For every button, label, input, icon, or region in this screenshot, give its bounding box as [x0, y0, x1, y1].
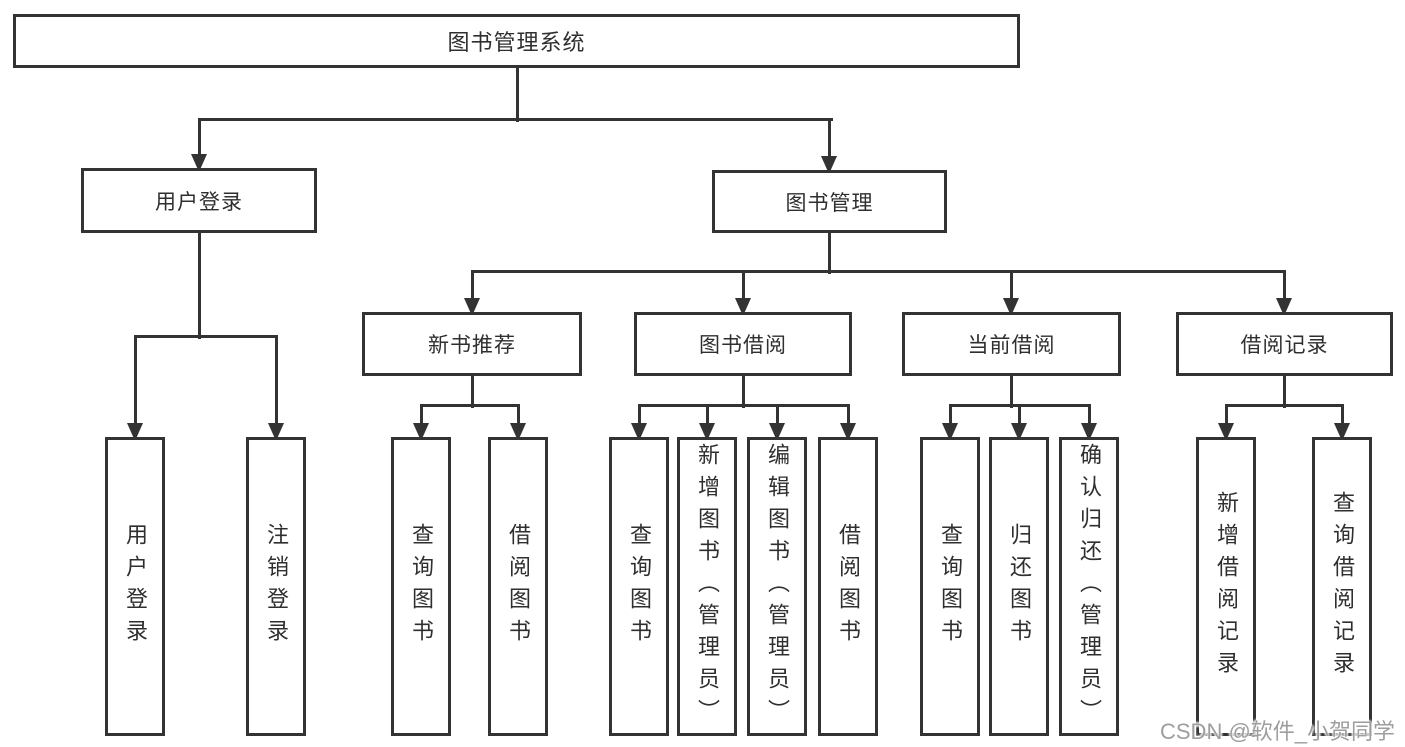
node-leaf-query-borrow-record: 查询借阅记录 — [1312, 437, 1372, 736]
connector-drop — [706, 404, 709, 425]
connector-stem — [1283, 376, 1286, 408]
connector-drop — [1018, 404, 1021, 425]
connector-drop — [134, 335, 137, 425]
node-new-book-rec-label: 新书推荐 — [428, 334, 516, 357]
node-book-borrow-label: 图书借阅 — [699, 334, 787, 357]
arrow-down-icon — [840, 423, 856, 441]
connector-stem — [516, 68, 519, 122]
node-leaf-borrow-book-label: 借阅图书 — [836, 522, 861, 651]
connector-drop — [776, 404, 779, 425]
node-borrow-record-label: 借阅记录 — [1240, 334, 1329, 357]
arrow-down-icon — [1081, 423, 1097, 441]
arrow-down-icon — [735, 298, 751, 316]
arrow-down-icon — [631, 423, 647, 441]
connector-drop — [638, 404, 641, 425]
node-leaf-edit-book: 编辑图书（管理员） — [747, 437, 807, 736]
node-leaf-confirm-return-label: 确认归还（管理员） — [1077, 442, 1102, 731]
node-leaf-query-book-borrow-label: 查询图书 — [627, 522, 652, 651]
arrow-down-icon — [1003, 298, 1019, 316]
node-new-book-rec: 新书推荐 — [362, 312, 582, 376]
connector-bus — [198, 118, 833, 121]
connector-stem — [828, 233, 831, 274]
connector-drop — [275, 335, 278, 425]
connector-drop — [1225, 404, 1228, 425]
connector-drop — [828, 118, 831, 158]
arrow-down-icon — [413, 423, 429, 441]
node-leaf-add-borrow-record: 新增借阅记录 — [1196, 437, 1256, 736]
connector-bus — [420, 404, 520, 407]
connector-drop — [471, 270, 474, 300]
node-current-borrow: 当前借阅 — [902, 312, 1121, 376]
connector-stem — [198, 233, 201, 339]
node-leaf-query-borrow-record-label: 查询借阅记录 — [1330, 490, 1355, 683]
node-book-mgmt: 图书管理 — [712, 170, 947, 233]
arrow-down-icon — [127, 423, 143, 441]
node-leaf-query-book-current-label: 查询图书 — [938, 522, 963, 651]
connector-drop — [198, 118, 201, 156]
arrow-down-icon — [510, 423, 526, 441]
node-leaf-edit-book-label: 编辑图书（管理员） — [765, 442, 790, 731]
node-leaf-add-book: 新增图书（管理员） — [677, 437, 737, 736]
connector-drop — [420, 404, 423, 425]
arrow-down-icon — [769, 423, 785, 441]
arrow-down-icon — [1276, 298, 1292, 316]
node-leaf-return-book-label: 归还图书 — [1007, 522, 1032, 651]
node-current-borrow-label: 当前借阅 — [967, 334, 1056, 357]
connector-stem — [471, 376, 474, 408]
arrow-down-icon — [1218, 423, 1234, 441]
arrow-down-icon — [821, 156, 837, 174]
arrow-down-icon — [464, 298, 480, 316]
node-leaf-return-book: 归还图书 — [989, 437, 1049, 736]
node-leaf-user-login: 用户登录 — [105, 437, 165, 736]
arrow-down-icon — [699, 423, 715, 441]
connector-bus — [471, 270, 1286, 273]
connector-drop — [1010, 270, 1013, 300]
connector-drop — [1283, 270, 1286, 300]
node-root: 图书管理系统 — [13, 14, 1020, 68]
arrow-down-icon — [191, 154, 207, 172]
arrow-down-icon — [1334, 423, 1350, 441]
connector-stem — [742, 376, 745, 408]
connector-drop — [1088, 404, 1091, 425]
node-leaf-query-book-borrow: 查询图书 — [609, 437, 669, 736]
arrow-down-icon — [1011, 423, 1027, 441]
connector-bus — [134, 335, 278, 338]
node-root-label: 图书管理系统 — [447, 30, 586, 55]
node-book-borrow: 图书借阅 — [634, 312, 852, 376]
node-leaf-confirm-return: 确认归还（管理员） — [1059, 437, 1119, 736]
connector-drop — [847, 404, 850, 425]
node-leaf-borrow-book-rec-label: 借阅图书 — [506, 522, 531, 651]
node-leaf-borrow-book-rec: 借阅图书 — [488, 437, 548, 736]
connector-drop — [1341, 404, 1344, 425]
node-leaf-query-book-rec: 查询图书 — [391, 437, 451, 736]
node-leaf-borrow-book: 借阅图书 — [818, 437, 878, 736]
connector-drop — [742, 270, 745, 300]
node-leaf-query-book-current: 查询图书 — [920, 437, 980, 736]
node-leaf-logout: 注销登录 — [246, 437, 306, 736]
node-leaf-query-book-rec-label: 查询图书 — [409, 522, 434, 651]
node-leaf-logout-label: 注销登录 — [264, 522, 289, 651]
node-leaf-user-login-label: 用户登录 — [123, 522, 148, 651]
node-user-login-label: 用户登录 — [155, 190, 243, 214]
connector-drop — [517, 404, 520, 425]
node-leaf-add-borrow-record-label: 新增借阅记录 — [1214, 490, 1239, 683]
connector-bus — [1225, 404, 1344, 407]
node-user-login: 用户登录 — [81, 168, 317, 233]
node-borrow-record: 借阅记录 — [1176, 312, 1393, 376]
watermark: CSDN @软件_小贺同学 — [1160, 719, 1396, 744]
connector-stem — [1010, 376, 1013, 408]
connector-bus — [638, 404, 850, 407]
node-book-mgmt-label: 图书管理 — [785, 191, 874, 215]
arrow-down-icon — [942, 423, 958, 441]
arrow-down-icon — [268, 423, 284, 441]
node-leaf-add-book-label: 新增图书（管理员） — [695, 442, 720, 731]
connector-drop — [949, 404, 952, 425]
